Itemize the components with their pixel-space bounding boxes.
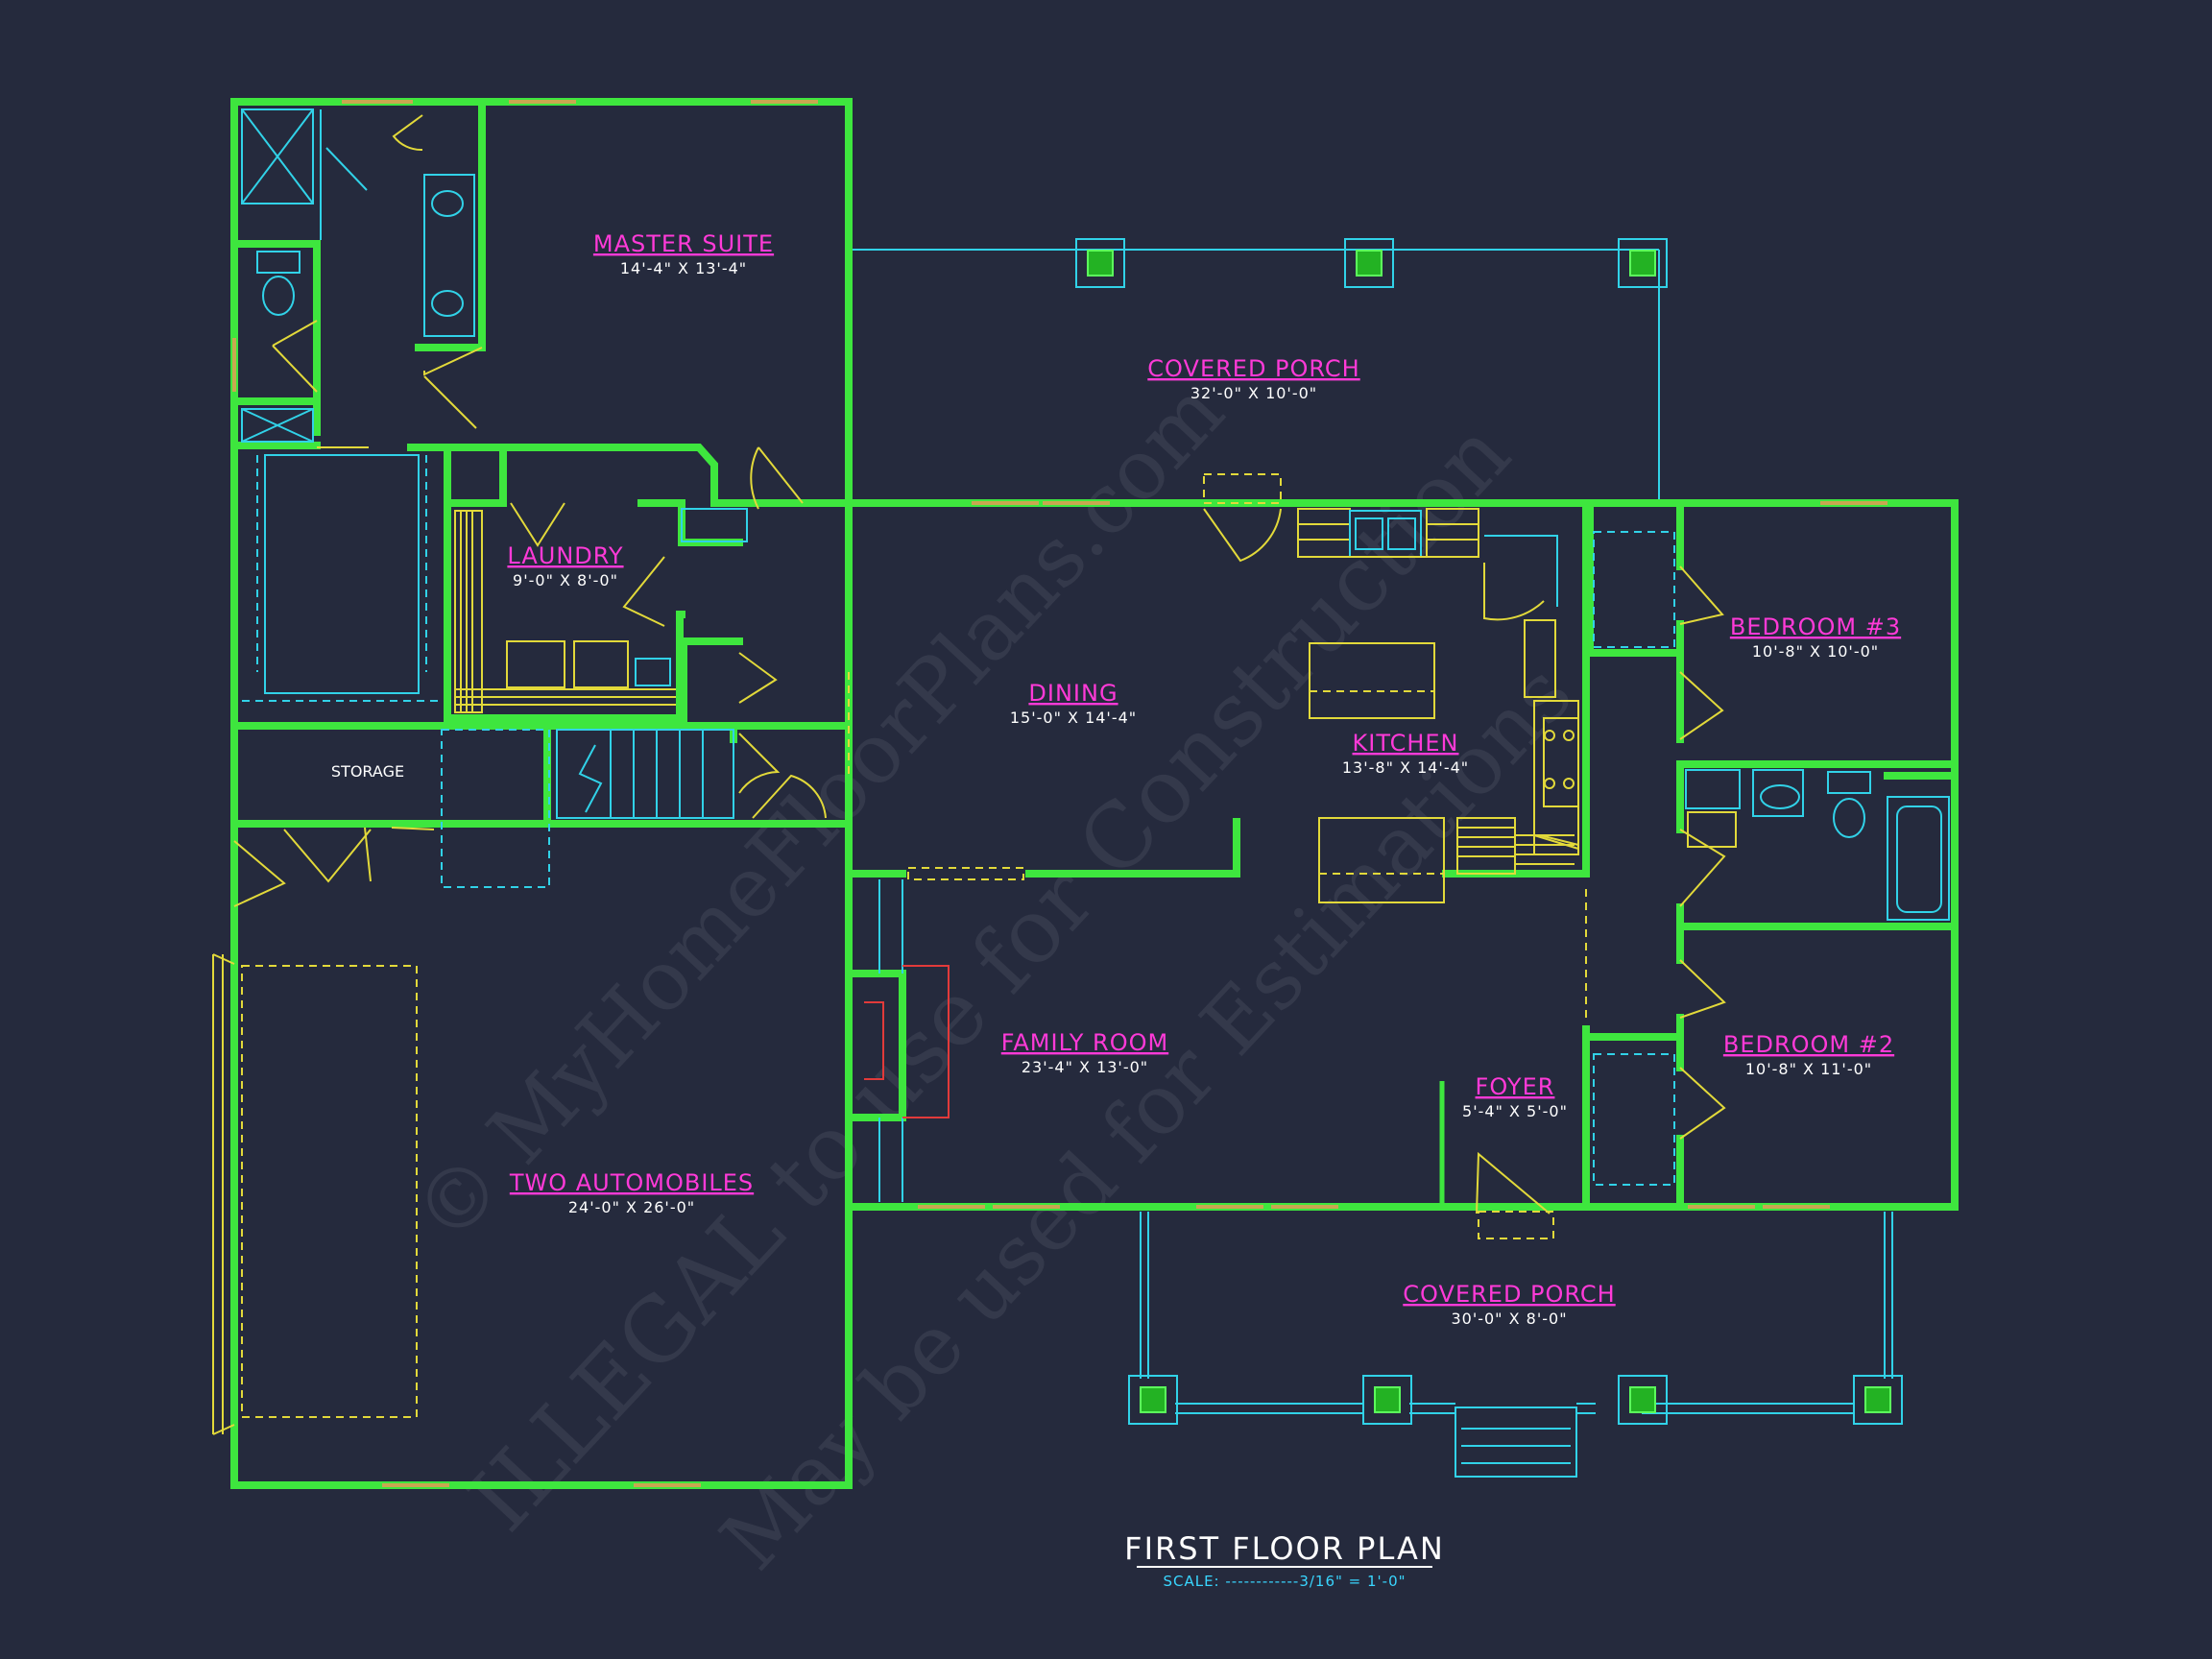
room-dim-garage: 24'-0" X 26'-0" — [568, 1198, 695, 1216]
room-name-laundry: LAUNDRY — [507, 542, 623, 569]
room-name-kitchen: KITCHEN — [1353, 730, 1459, 757]
room-dim-laundry: 9'-0" X 8'-0" — [513, 571, 618, 589]
room-dim-rear-porch: 32'-0" X 10'-0" — [1190, 384, 1317, 402]
room-name-master-suite: MASTER SUITE — [593, 230, 774, 257]
stairs — [441, 729, 734, 888]
title-block: FIRST FLOOR PLAN SCALE: ------------3/16… — [1124, 1530, 1445, 1590]
room-name-front-porch: COVERED PORCH — [1403, 1281, 1615, 1308]
hall-doors — [233, 652, 850, 907]
front-steps — [1455, 1407, 1577, 1478]
porch-post — [1362, 1375, 1412, 1425]
room-dim-foyer: 5'-4" X 5'-0" — [1462, 1102, 1568, 1120]
front-porch-structure — [1128, 1212, 1903, 1478]
laundry-fixtures — [454, 502, 748, 713]
room-name-family-room: FAMILY ROOM — [1001, 1029, 1168, 1056]
plan-title: FIRST FLOOR PLAN — [1124, 1530, 1445, 1567]
room-dim-kitchen: 13'-8" X 14'-4" — [1342, 758, 1469, 777]
room-labels: MASTER SUITE 14'-4" X 13'-4" COVERED POR… — [331, 230, 1901, 1328]
porch-post — [1618, 238, 1668, 288]
room-name-bedroom-3: BEDROOM #3 — [1730, 613, 1901, 640]
porch-post — [1075, 238, 1125, 288]
room-dim-bedroom-2: 10'-8" X 11'-0" — [1745, 1060, 1872, 1078]
windows — [232, 100, 1887, 1487]
room-dim-front-porch: 30'-0" X 8'-0" — [1451, 1310, 1567, 1328]
plan-scale: SCALE: ------------3/16" = 1'-0" — [1163, 1573, 1406, 1590]
room-name-rear-porch: COVERED PORCH — [1147, 355, 1359, 382]
room-dim-bedroom-3: 10'-8" X 10'-0" — [1752, 642, 1879, 661]
room-name-dining: DINING — [1028, 680, 1118, 707]
rear-porch-structure — [853, 238, 1668, 501]
room-name-foyer: FOYER — [1476, 1073, 1555, 1100]
bedroom-wing-fixtures — [1585, 531, 1950, 1186]
room-name-garage: TWO AUTOMOBILES — [509, 1169, 754, 1196]
room-dim-master-suite: 14'-4" X 13'-4" — [620, 259, 747, 277]
family-fixtures — [864, 879, 1554, 1239]
room-name-bedroom-2: BEDROOM #2 — [1723, 1031, 1894, 1058]
room-dim-family-room: 23'-4" X 13'-0" — [1022, 1058, 1148, 1076]
kitchen-fixtures — [907, 473, 1579, 903]
porch-post — [1853, 1375, 1903, 1425]
room-dim-dining: 15'-0" X 14'-4" — [1010, 709, 1137, 727]
porch-post — [1344, 238, 1394, 288]
master-bath-fixtures — [241, 108, 475, 702]
room-name-storage: STORAGE — [331, 762, 404, 781]
porch-post — [1128, 1375, 1178, 1425]
garage-fixtures — [212, 953, 418, 1435]
porch-post — [1618, 1375, 1668, 1425]
master-doors — [272, 114, 804, 510]
